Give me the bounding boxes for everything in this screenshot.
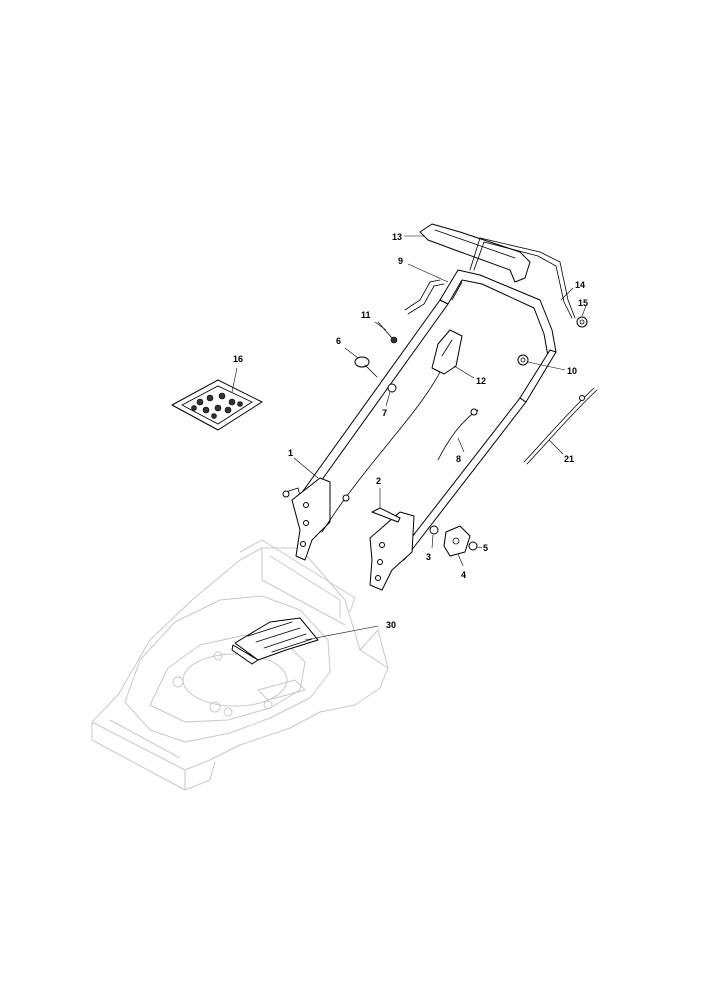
- callout-10: 10: [567, 366, 577, 376]
- handle-knob-4-part: [443, 525, 471, 557]
- bolt-2-part: [371, 507, 401, 523]
- callout-15: 15: [578, 298, 588, 308]
- callout-12: 12: [476, 376, 486, 386]
- cable-8-part: [437, 408, 479, 461]
- drive-bail-wire-part: [469, 237, 576, 319]
- brake-wire-part: [404, 279, 445, 315]
- handle-bracket-left-part: [291, 477, 331, 561]
- callout-7: 7: [382, 408, 387, 418]
- washer-3-part: [429, 525, 439, 535]
- callout-2: 2: [376, 476, 381, 486]
- nut-5-part: [468, 541, 478, 551]
- callout-8: 8: [456, 454, 461, 464]
- callout-11: 11: [361, 310, 371, 320]
- nut-15-part: [576, 316, 588, 328]
- hardware-kit-bag-part: [171, 379, 263, 431]
- callout-1: 1: [288, 448, 293, 458]
- callout-3: 3: [426, 552, 431, 562]
- callout-21: 21: [564, 454, 574, 464]
- bolt-11-part: [377, 321, 398, 344]
- leader-lines: [231, 235, 587, 641]
- callout-30: 30: [386, 620, 396, 630]
- callout-16: 16: [233, 354, 243, 364]
- grass-chute-flap-part: [231, 617, 319, 665]
- drive-cable-21-part: [523, 387, 598, 465]
- callout-4: 4: [461, 570, 466, 580]
- handle-bracket-right-part: [369, 511, 415, 591]
- cam-knob-6-part: [354, 356, 378, 378]
- callout-14: 14: [575, 280, 585, 290]
- throttle-lever-12-part: [321, 329, 463, 533]
- callout-13: 13: [392, 232, 402, 242]
- callout-6: 6: [336, 336, 341, 346]
- callout-9: 9: [398, 256, 403, 266]
- callout-labels: 13 9 14 15 10 11 6 12 7 16 8 21 1 2 3 5 …: [233, 232, 588, 630]
- upper-handle-part: [439, 269, 557, 403]
- nut-7-part: [387, 383, 397, 393]
- callout-5: 5: [483, 543, 488, 553]
- knob-10-part: [517, 354, 529, 366]
- mower-deck-ghost: [91, 539, 389, 791]
